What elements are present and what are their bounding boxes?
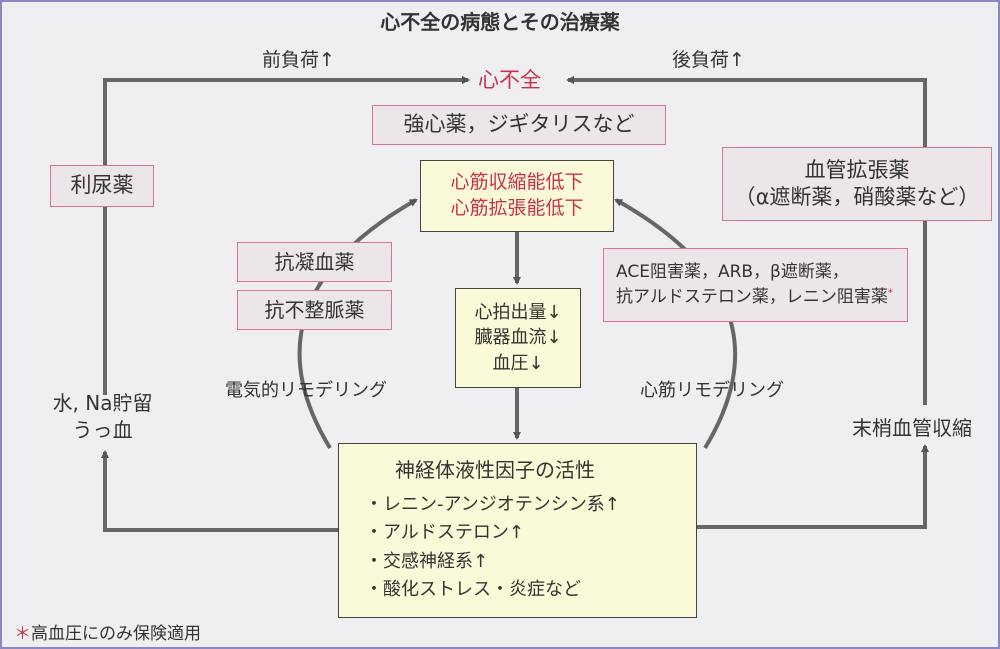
electrical-remodeling-label: 電気的リモデリング bbox=[225, 380, 387, 401]
systolic-dysfunction: 心筋収縮能低下 bbox=[450, 171, 584, 194]
neurohumoral-item: ・酸化ストレス・炎症など bbox=[365, 579, 581, 601]
preload-arrow bbox=[103, 76, 470, 395]
anticoagulant-box: 抗凝血薬 bbox=[237, 242, 392, 282]
vasodilators-box: 血管拡張薬 （α遮断薬，硝酸薬など） bbox=[722, 147, 992, 221]
neurohumoral-box: 神経体液性因子の活性 ・レニン-アンジオテンシン系↑ ・アルドステロン↑ ・交感… bbox=[338, 443, 697, 618]
inotropes-label: 強心薬，ジギタリスなど bbox=[403, 112, 635, 137]
footnote-text: 高血圧にのみ保険適用 bbox=[31, 624, 201, 644]
raas-drugs-line2: 抗アルドステロン薬，レニン阻害薬 bbox=[616, 287, 888, 307]
right-remodel-arc bbox=[614, 198, 738, 450]
congestion: うっ血 bbox=[72, 418, 133, 442]
neurohumoral-item: ・レニン-アンジオテンシン系↑ bbox=[365, 494, 620, 515]
raas-drugs-line1: ACE阻害薬，ARB，β遮断薬， bbox=[616, 262, 849, 283]
antiarrhythmic-label: 抗不整脈薬 bbox=[264, 298, 365, 322]
neurohumoral-item: ・アルドステロン↑ bbox=[365, 522, 524, 544]
retention-arrow bbox=[101, 450, 338, 532]
vasodilators-title: 血管拡張薬 bbox=[804, 157, 910, 182]
diuretics-box: 利尿薬 bbox=[50, 165, 154, 207]
vasoconstriction-label: 末梢血管収縮 bbox=[852, 416, 972, 440]
diastolic-dysfunction: 心筋拡張能低下 bbox=[450, 197, 584, 219]
vasodilators-examples: （α遮断薬，硝酸薬など） bbox=[734, 185, 980, 209]
inotropes-box: 強心薬，ジギタリスなど bbox=[372, 105, 666, 145]
diuretics-label: 利尿薬 bbox=[70, 173, 134, 198]
heart-failure-label: 心不全 bbox=[478, 68, 541, 92]
afterload-label: 後負荷↑ bbox=[672, 49, 745, 71]
retention-label: 水, Na貯留 うっ血 bbox=[40, 390, 165, 444]
cardiac-output-box: 心拍出量↓ 臓器血流↓ 血圧↓ bbox=[455, 288, 581, 388]
blood-pressure: 血圧↓ bbox=[492, 352, 544, 374]
footnote-mark: * bbox=[887, 287, 893, 299]
myocardial-dysfunction-box: 心筋収縮能低下 心筋拡張能低下 bbox=[420, 160, 614, 232]
footnote-asterisk: ＊ bbox=[14, 624, 31, 644]
anticoagulant-label: 抗凝血薬 bbox=[274, 250, 355, 274]
diagram-title: 心不全の病態とその治療薬 bbox=[380, 10, 620, 34]
preload-label: 前負荷↑ bbox=[262, 49, 335, 71]
afterload-arrow bbox=[566, 76, 927, 405]
raas-drugs-box: ACE阻害薬，ARB，β遮断薬， 抗アルドステロン薬，レニン阻害薬* bbox=[603, 248, 908, 322]
neurohumoral-item: ・交感神経系↑ bbox=[365, 550, 489, 572]
myocardial-remodeling-label: 心筋リモデリング bbox=[640, 380, 784, 401]
neurohumoral-title: 神経体液性因子の活性 bbox=[395, 458, 595, 482]
cardiac-output: 心拍出量↓ bbox=[474, 302, 562, 324]
water-sodium-retention: 水, Na貯留 bbox=[52, 391, 153, 415]
organ-blood-flow: 臓器血流↓ bbox=[474, 327, 562, 349]
footnote: ＊高血圧にのみ保険適用 bbox=[14, 619, 201, 644]
vasoconstriction-arrow bbox=[697, 444, 929, 529]
antiarrhythmic-box: 抗不整脈薬 bbox=[237, 290, 392, 330]
